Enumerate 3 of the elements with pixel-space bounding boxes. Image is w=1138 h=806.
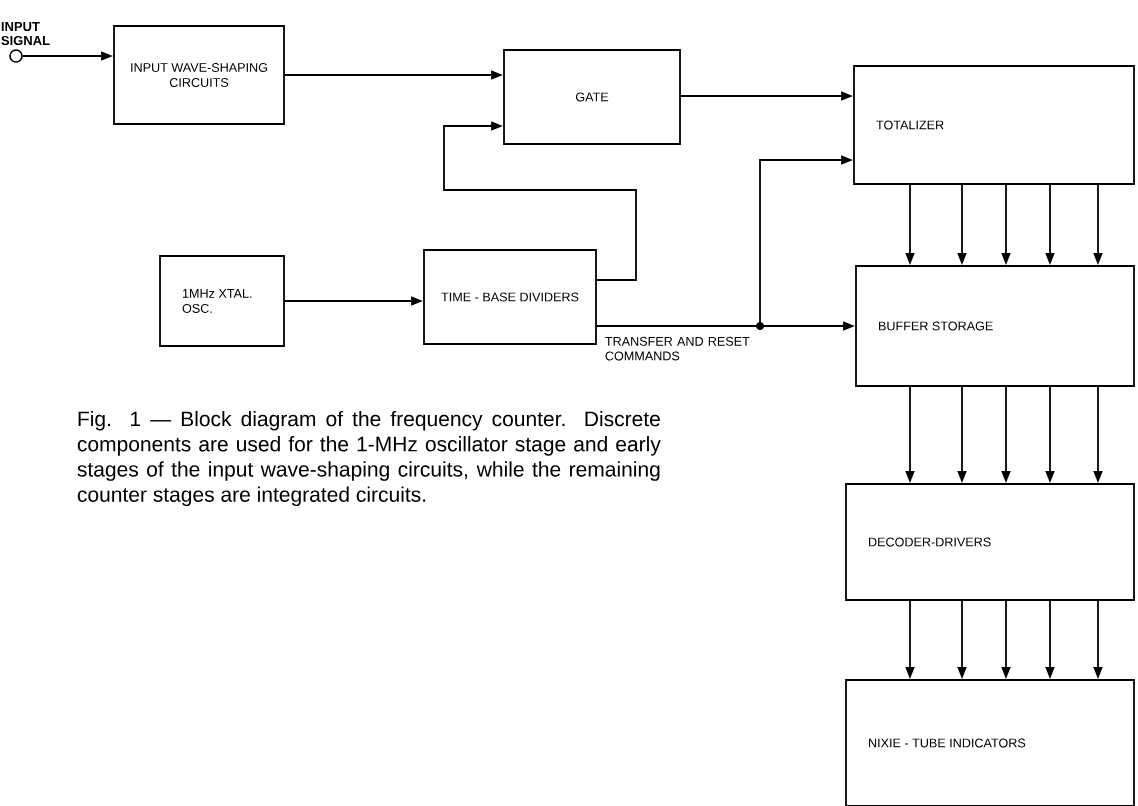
arrow [443, 121, 637, 281]
input-terminal [9, 49, 23, 63]
figure-caption: Fig. 1 — Block diagram of the frequency counter. Discrete components are used for the 1-MHz oscillator stage and early stages of the input wave-shaping circuits, while the remaining counter stages are integrated circuits. [77, 410, 661, 507]
